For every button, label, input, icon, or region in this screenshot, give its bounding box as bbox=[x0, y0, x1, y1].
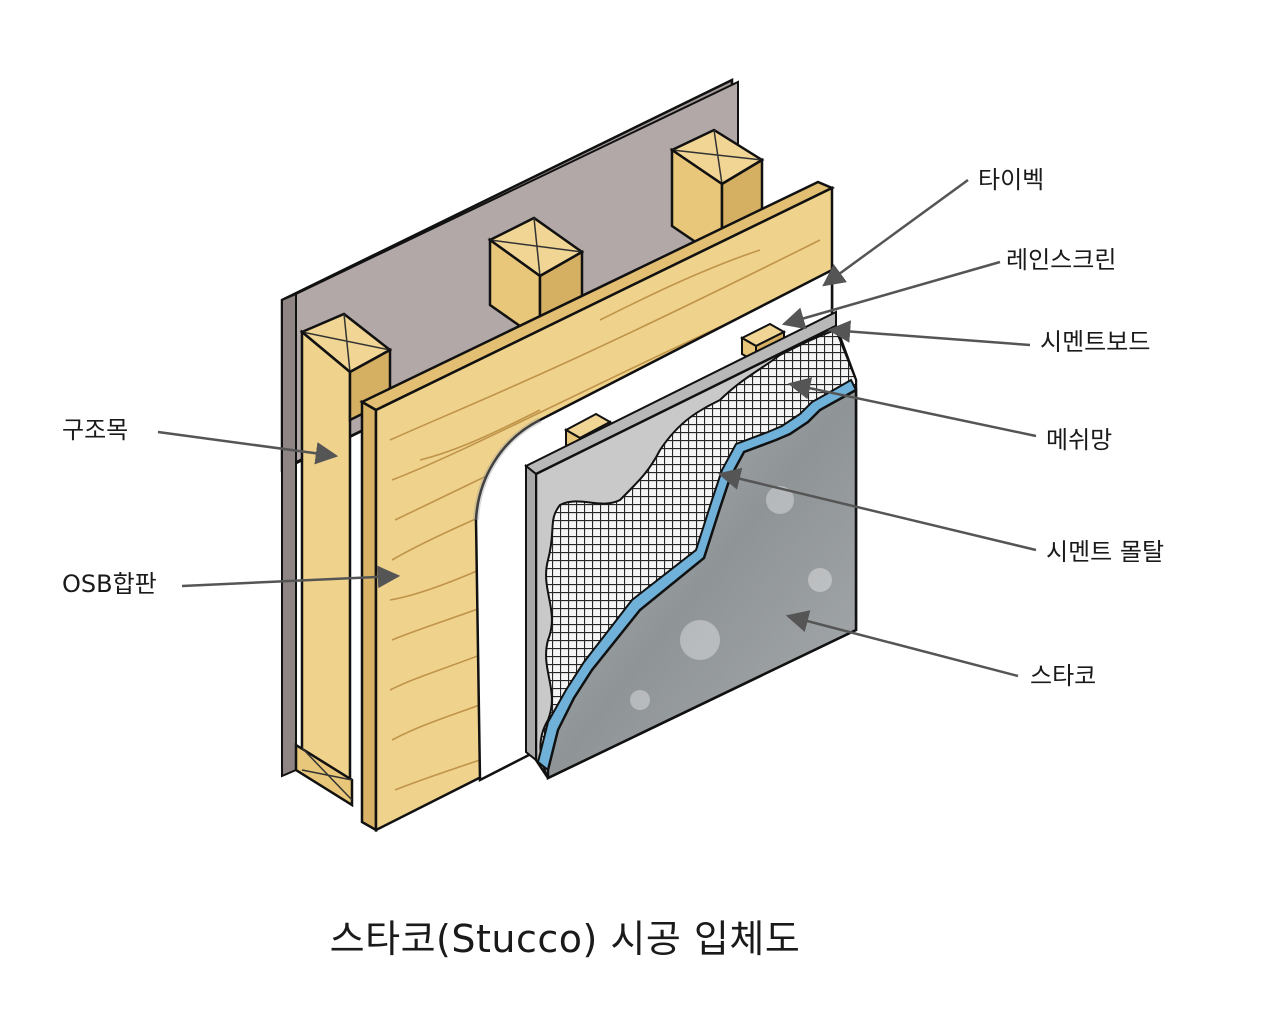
label-cement-board: 시멘트보드 bbox=[1040, 328, 1151, 356]
arrow-rainscreen bbox=[781, 260, 1001, 330]
arrow-osb bbox=[181, 565, 401, 589]
label-stud: 구조목 bbox=[62, 416, 129, 444]
leader-arrows bbox=[157, 178, 1037, 678]
arrow-mesh bbox=[787, 377, 1037, 438]
label-osb: OSB합판 bbox=[62, 570, 157, 598]
arrow-cement-board bbox=[827, 320, 1031, 347]
label-rainscreen: 레인스크린 bbox=[1006, 246, 1117, 274]
label-cement-mortar: 시멘트 몰탈 bbox=[1046, 538, 1165, 566]
arrow-cement-mortar bbox=[717, 467, 1037, 552]
arrow-tyvek bbox=[822, 178, 969, 287]
label-mesh: 메쉬망 bbox=[1046, 426, 1113, 454]
diagram-caption: 스타코(Stucco) 시공 입체도 bbox=[329, 917, 801, 961]
label-stucco: 스타코 bbox=[1030, 662, 1097, 690]
arrow-stud bbox=[157, 430, 339, 465]
label-tyvek: 타이벡 bbox=[978, 166, 1045, 194]
arrow-stucco bbox=[785, 610, 1019, 678]
